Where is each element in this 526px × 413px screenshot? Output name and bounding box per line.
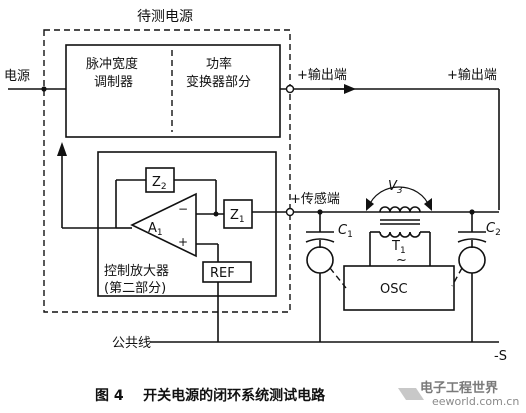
t1-primary-coil — [379, 206, 421, 213]
c1-meter — [306, 246, 334, 274]
minus-s-label: -S — [494, 349, 507, 364]
z2-impedance — [145, 167, 175, 193]
dut-boundary — [43, 29, 291, 313]
v3-arrow-right — [424, 198, 432, 211]
amp-minus-junction — [213, 211, 219, 217]
z2-label: Z2 — [152, 175, 167, 192]
watermark-cn: 电子工程世界 — [420, 380, 498, 396]
feedback-arrow — [57, 142, 67, 156]
input-label: 电源 — [4, 69, 30, 84]
t1-tilde: ~ — [396, 253, 407, 268]
pwm-label-line1: 脉冲宽度 — [86, 56, 138, 72]
watermark-swoosh-icon — [398, 388, 424, 400]
input-junction — [41, 86, 47, 92]
control-amp-box — [97, 151, 277, 297]
output-label-2: +输出端 — [447, 67, 497, 83]
t1-secondary-coil — [379, 231, 421, 238]
common-label: 公共线 — [112, 336, 151, 351]
output-terminal — [285, 84, 295, 94]
amp-plus: + — [178, 235, 188, 249]
figure-caption: 图 4 开关电源的闭环系统测试电路 — [95, 387, 326, 404]
ref-label: REF — [210, 266, 235, 281]
ctrl-amp-label-line2: (第二部分) — [104, 281, 166, 296]
c2-osc-link — [451, 267, 463, 287]
ctrl-amp-label-line1: 控制放大器 — [104, 264, 169, 279]
osc-box — [343, 265, 455, 311]
sense-terminal — [285, 207, 295, 217]
amp-label: A1 — [148, 221, 163, 238]
c1-plate-bottom — [305, 238, 335, 243]
watermark-logo: 电子工程世界 eeworld.com.cn — [398, 380, 519, 408]
t1-label: T1 — [391, 239, 406, 256]
pwm-power-block — [65, 44, 281, 138]
amp-minus: − — [178, 202, 188, 216]
c1-osc-link — [329, 267, 347, 289]
ref-source — [202, 261, 252, 283]
dut-title: 待测电源 — [137, 9, 193, 25]
z1-label: Z1 — [230, 208, 245, 225]
amplifier-a1 — [130, 192, 197, 258]
power-label-line2: 变换器部分 — [186, 74, 251, 90]
power-label-line1: 功率 — [206, 56, 232, 72]
c2-label: C2 — [486, 221, 501, 238]
pwm-label-line2: 调制器 — [94, 75, 133, 90]
output-arrow-head — [344, 84, 356, 94]
z1-impedance — [223, 199, 253, 229]
output-label-1: +输出端 — [297, 67, 347, 83]
v3-arc — [367, 186, 431, 209]
c2-plate-bottom — [457, 238, 487, 243]
sense-label: +传感端 — [290, 191, 340, 207]
c1-label: C1 — [338, 223, 353, 240]
c2-meter — [458, 246, 486, 274]
v3-label: V3 — [388, 179, 403, 196]
watermark-url: eeworld.com.cn — [432, 395, 519, 408]
v3-arrow-left — [366, 198, 374, 211]
osc-label: OSC — [380, 282, 408, 297]
